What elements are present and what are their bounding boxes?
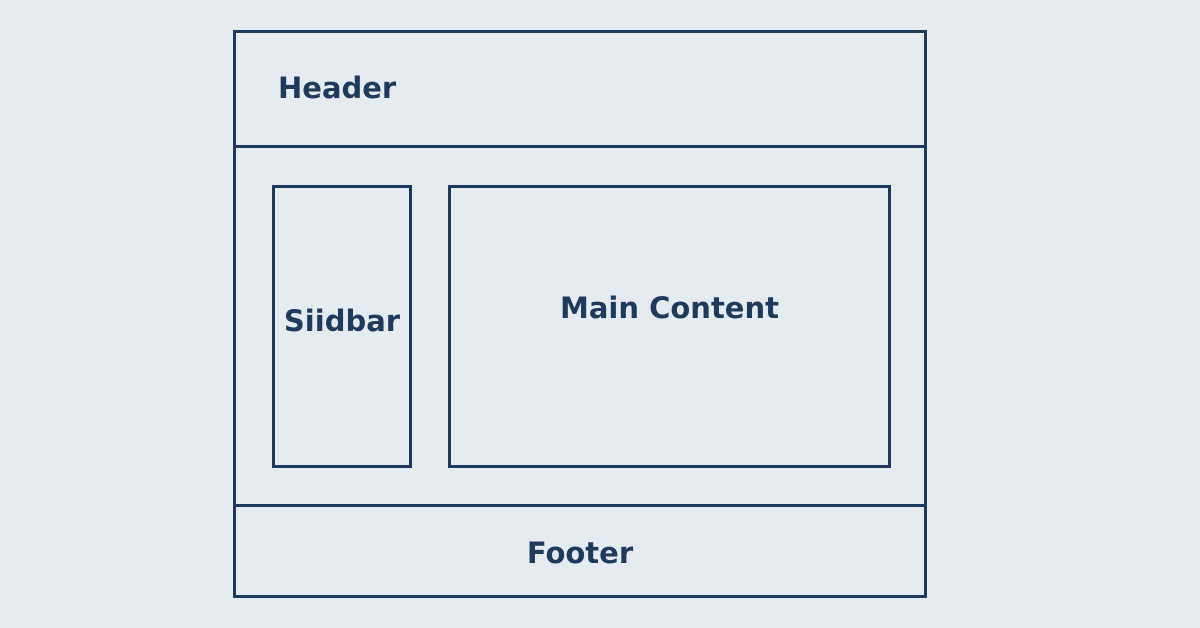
footer-label: Footer [526, 536, 634, 570]
main-content-label: Main Content [559, 291, 779, 325]
footer-region: Footer [236, 504, 924, 595]
main-content-box: Main Content [448, 185, 891, 468]
body-region: Siidbar Main Content [236, 148, 924, 507]
header-label: Header [278, 71, 397, 105]
header-region: Header [236, 33, 924, 148]
layout-wireframe: Header Siidbar Main Content Footer [233, 30, 927, 598]
sidebar-label: Siidbar [283, 304, 401, 338]
sidebar-box: Siidbar [272, 185, 412, 468]
